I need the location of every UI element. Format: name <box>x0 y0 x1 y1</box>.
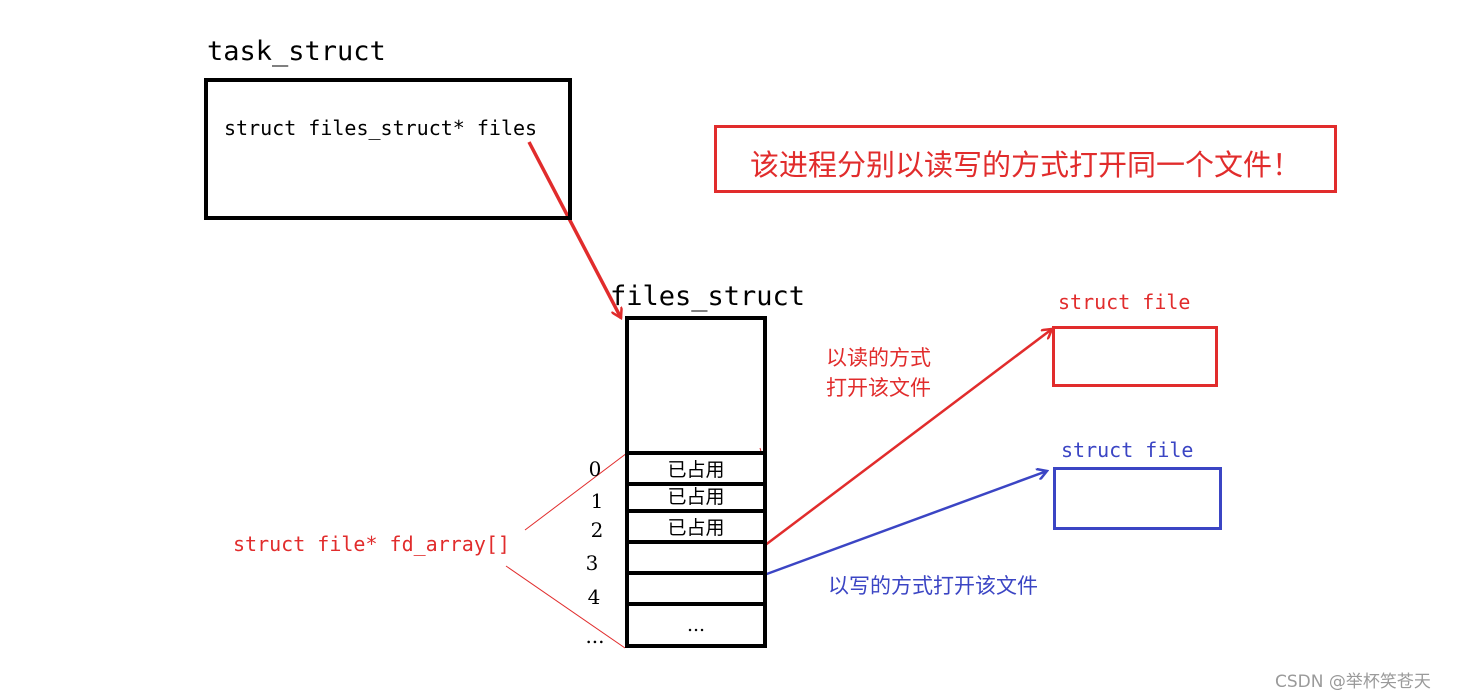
write-note: 以写的方式打开该文件 <box>828 574 1038 598</box>
fd-index-0: 0 <box>588 457 602 481</box>
write-arrow <box>763 471 1047 577</box>
fd-slot-1: 已占用 <box>625 482 767 513</box>
read-arrow <box>763 329 1052 547</box>
read-note-line1: 以读的方式 <box>826 346 931 370</box>
fd-slot-0: 已占用 <box>625 451 767 486</box>
files-struct-title: files_struct <box>610 281 806 312</box>
fd-index-4: 4 <box>587 585 601 609</box>
watermark: CSDN @举杯笑苍天 <box>1275 672 1431 692</box>
task-struct-files-field: struct files_struct* files <box>224 116 538 140</box>
fd-slot-4 <box>625 575 767 606</box>
fd-slot-2: 已占用 <box>625 513 767 544</box>
fd-index-more: ... <box>585 624 605 648</box>
fd-slot-more: ... <box>625 606 767 648</box>
note-text: 该进程分别以读写的方式打开同一个文件！ <box>749 148 1301 182</box>
write-file-label: struct file <box>1061 438 1194 462</box>
read-file-label: struct file <box>1058 290 1191 314</box>
fd-index-2: 2 <box>590 518 604 542</box>
read-note-line2: 打开该文件 <box>826 376 931 400</box>
read-file-box <box>1052 326 1218 387</box>
fd-slot-3 <box>625 544 767 575</box>
files-struct-box <box>625 316 767 454</box>
fd-array-bracket-top <box>524 452 628 531</box>
note-box: 该进程分别以读写的方式打开同一个文件！ <box>714 125 1337 193</box>
files-pointer-arrow <box>527 141 621 318</box>
fd-array-label: struct file* fd_array[] <box>233 532 510 556</box>
fd-array-bracket-bottom <box>505 565 626 649</box>
fd-index-1: 1 <box>590 489 604 513</box>
task-struct-title: task_struct <box>207 36 386 67</box>
write-file-box <box>1053 467 1222 530</box>
task-struct-box: struct files_struct* files <box>204 78 572 220</box>
fd-index-3: 3 <box>585 551 599 575</box>
